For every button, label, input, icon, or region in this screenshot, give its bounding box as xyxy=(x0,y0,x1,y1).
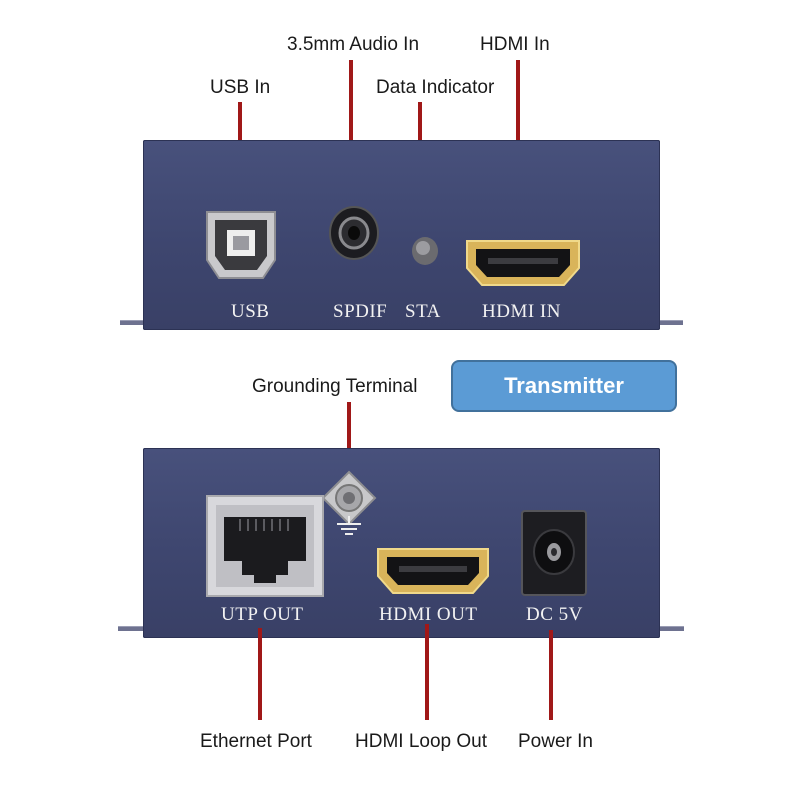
label-dc-5v: DC 5V xyxy=(526,604,583,625)
leader-ethernet-port xyxy=(258,628,262,720)
label-utp-out: UTP OUT xyxy=(221,604,304,625)
label-sta: STA xyxy=(405,301,441,322)
ethernet-port-icon xyxy=(206,495,324,597)
status-led-icon xyxy=(412,237,438,265)
leader-power-in xyxy=(549,630,553,720)
transmitter-badge: Transmitter xyxy=(451,360,677,412)
leader-hdmi-loop-out xyxy=(425,624,429,720)
callout-data-indicator: Data Indicator xyxy=(376,77,495,98)
grounding-screw-icon xyxy=(321,470,377,526)
hdmi-out-port-icon xyxy=(377,548,489,594)
label-spdif: SPDIF xyxy=(333,301,388,322)
label-usb: USB xyxy=(231,301,270,322)
dc-power-jack-icon xyxy=(521,510,587,596)
leader-audio-in xyxy=(349,60,353,200)
callout-power-in: Power In xyxy=(518,731,593,752)
callout-usb-in: USB In xyxy=(210,77,271,98)
callout-audio-in: 3.5mm Audio In xyxy=(287,34,420,55)
label-hdmi-out: HDMI OUT xyxy=(379,604,478,625)
usb-port-icon xyxy=(206,211,276,279)
callout-grounding-terminal: Grounding Terminal xyxy=(252,376,418,397)
transmitter-output-panel: UTP OUT HDMI OUT DC 5V xyxy=(143,448,660,638)
callout-hdmi-in: HDMI In xyxy=(480,34,550,55)
callout-ethernet-port: Ethernet Port xyxy=(200,731,312,752)
hdmi-in-port-icon xyxy=(466,240,580,286)
audio-jack-icon xyxy=(329,206,379,260)
leader-grounding-terminal xyxy=(347,402,351,464)
transmitter-input-panel: USB SPDIF STA HDMI IN xyxy=(143,140,660,330)
label-hdmi-in: HDMI IN xyxy=(482,301,561,322)
callout-hdmi-loop-out: HDMI Loop Out xyxy=(355,731,487,752)
ground-symbol-icon xyxy=(337,516,361,535)
